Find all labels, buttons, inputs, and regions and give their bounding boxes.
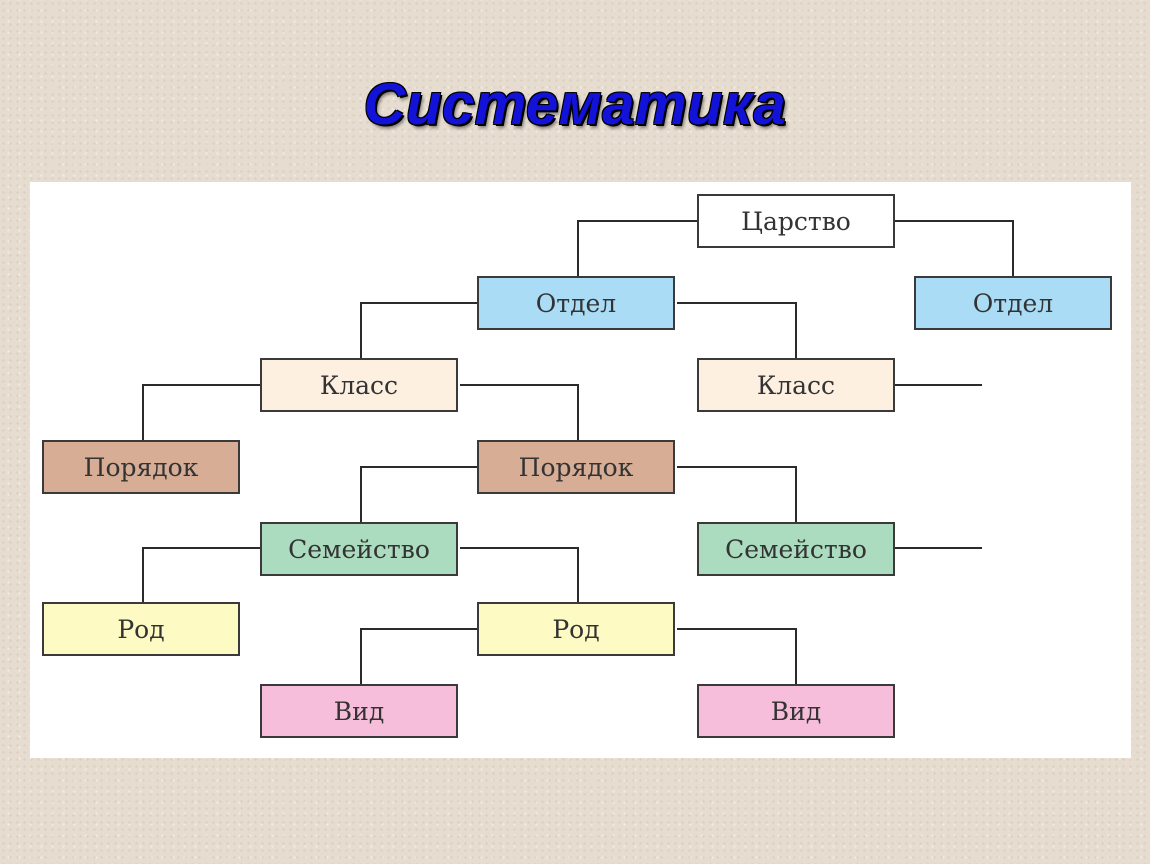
node-genus-2: Род	[477, 602, 675, 656]
connector-class-1-order-1	[142, 384, 261, 440]
connector-lines	[142, 220, 1014, 684]
node-division-2: Отдел	[914, 276, 1112, 330]
node-division-1: Отдел	[477, 276, 675, 330]
node-class-1: Класс	[260, 358, 458, 412]
connector-genus-2-species-2	[677, 628, 797, 684]
slide-title: Систематика	[363, 72, 787, 137]
node-class-2: Класс	[697, 358, 895, 412]
node-order-2: Порядок	[477, 440, 675, 494]
connector-division-1-class-1	[360, 302, 478, 358]
node-kingdom: Царство	[697, 194, 895, 248]
connector-order-2-family-2	[677, 466, 797, 522]
node-order-1: Порядок	[42, 440, 240, 494]
node-species-2: Вид	[697, 684, 895, 738]
connector-class-1-order-2	[460, 384, 579, 440]
node-genus-1: Род	[42, 602, 240, 656]
node-species-1: Вид	[260, 684, 458, 738]
node-family-1: Семейство	[260, 522, 458, 576]
connector-kingdom-division-1	[577, 220, 698, 276]
connector-division-1-class-2	[677, 302, 797, 358]
taxonomy-diagram-panel: Царство Отдел Отдел Класс Класс Порядок …	[30, 182, 1131, 758]
connector-kingdom-division-2	[895, 220, 1014, 276]
connector-order-2-family-1	[360, 466, 478, 522]
connector-family-1-genus-1	[142, 547, 261, 602]
connector-family-1-genus-2	[460, 547, 579, 602]
connector-genus-2-species-1	[360, 628, 478, 684]
node-family-2: Семейство	[697, 522, 895, 576]
